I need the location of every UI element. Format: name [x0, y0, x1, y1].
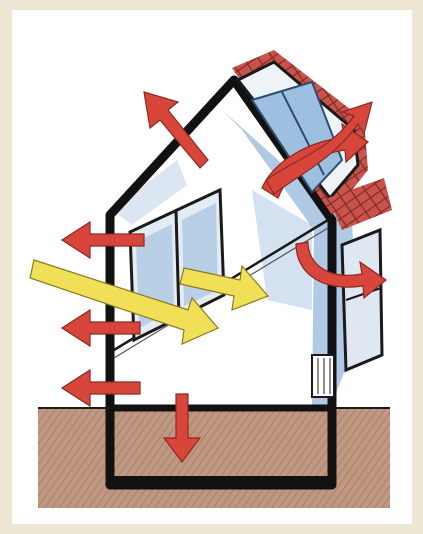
house-heat-flow-illustration: [12, 10, 412, 524]
heat-arrow-left-lower: [62, 370, 140, 406]
heat-arrow-roof: [144, 92, 208, 168]
radiator: [312, 355, 334, 397]
illustration-frame: [12, 10, 412, 524]
window-side: [342, 230, 382, 370]
ground: [38, 408, 390, 508]
